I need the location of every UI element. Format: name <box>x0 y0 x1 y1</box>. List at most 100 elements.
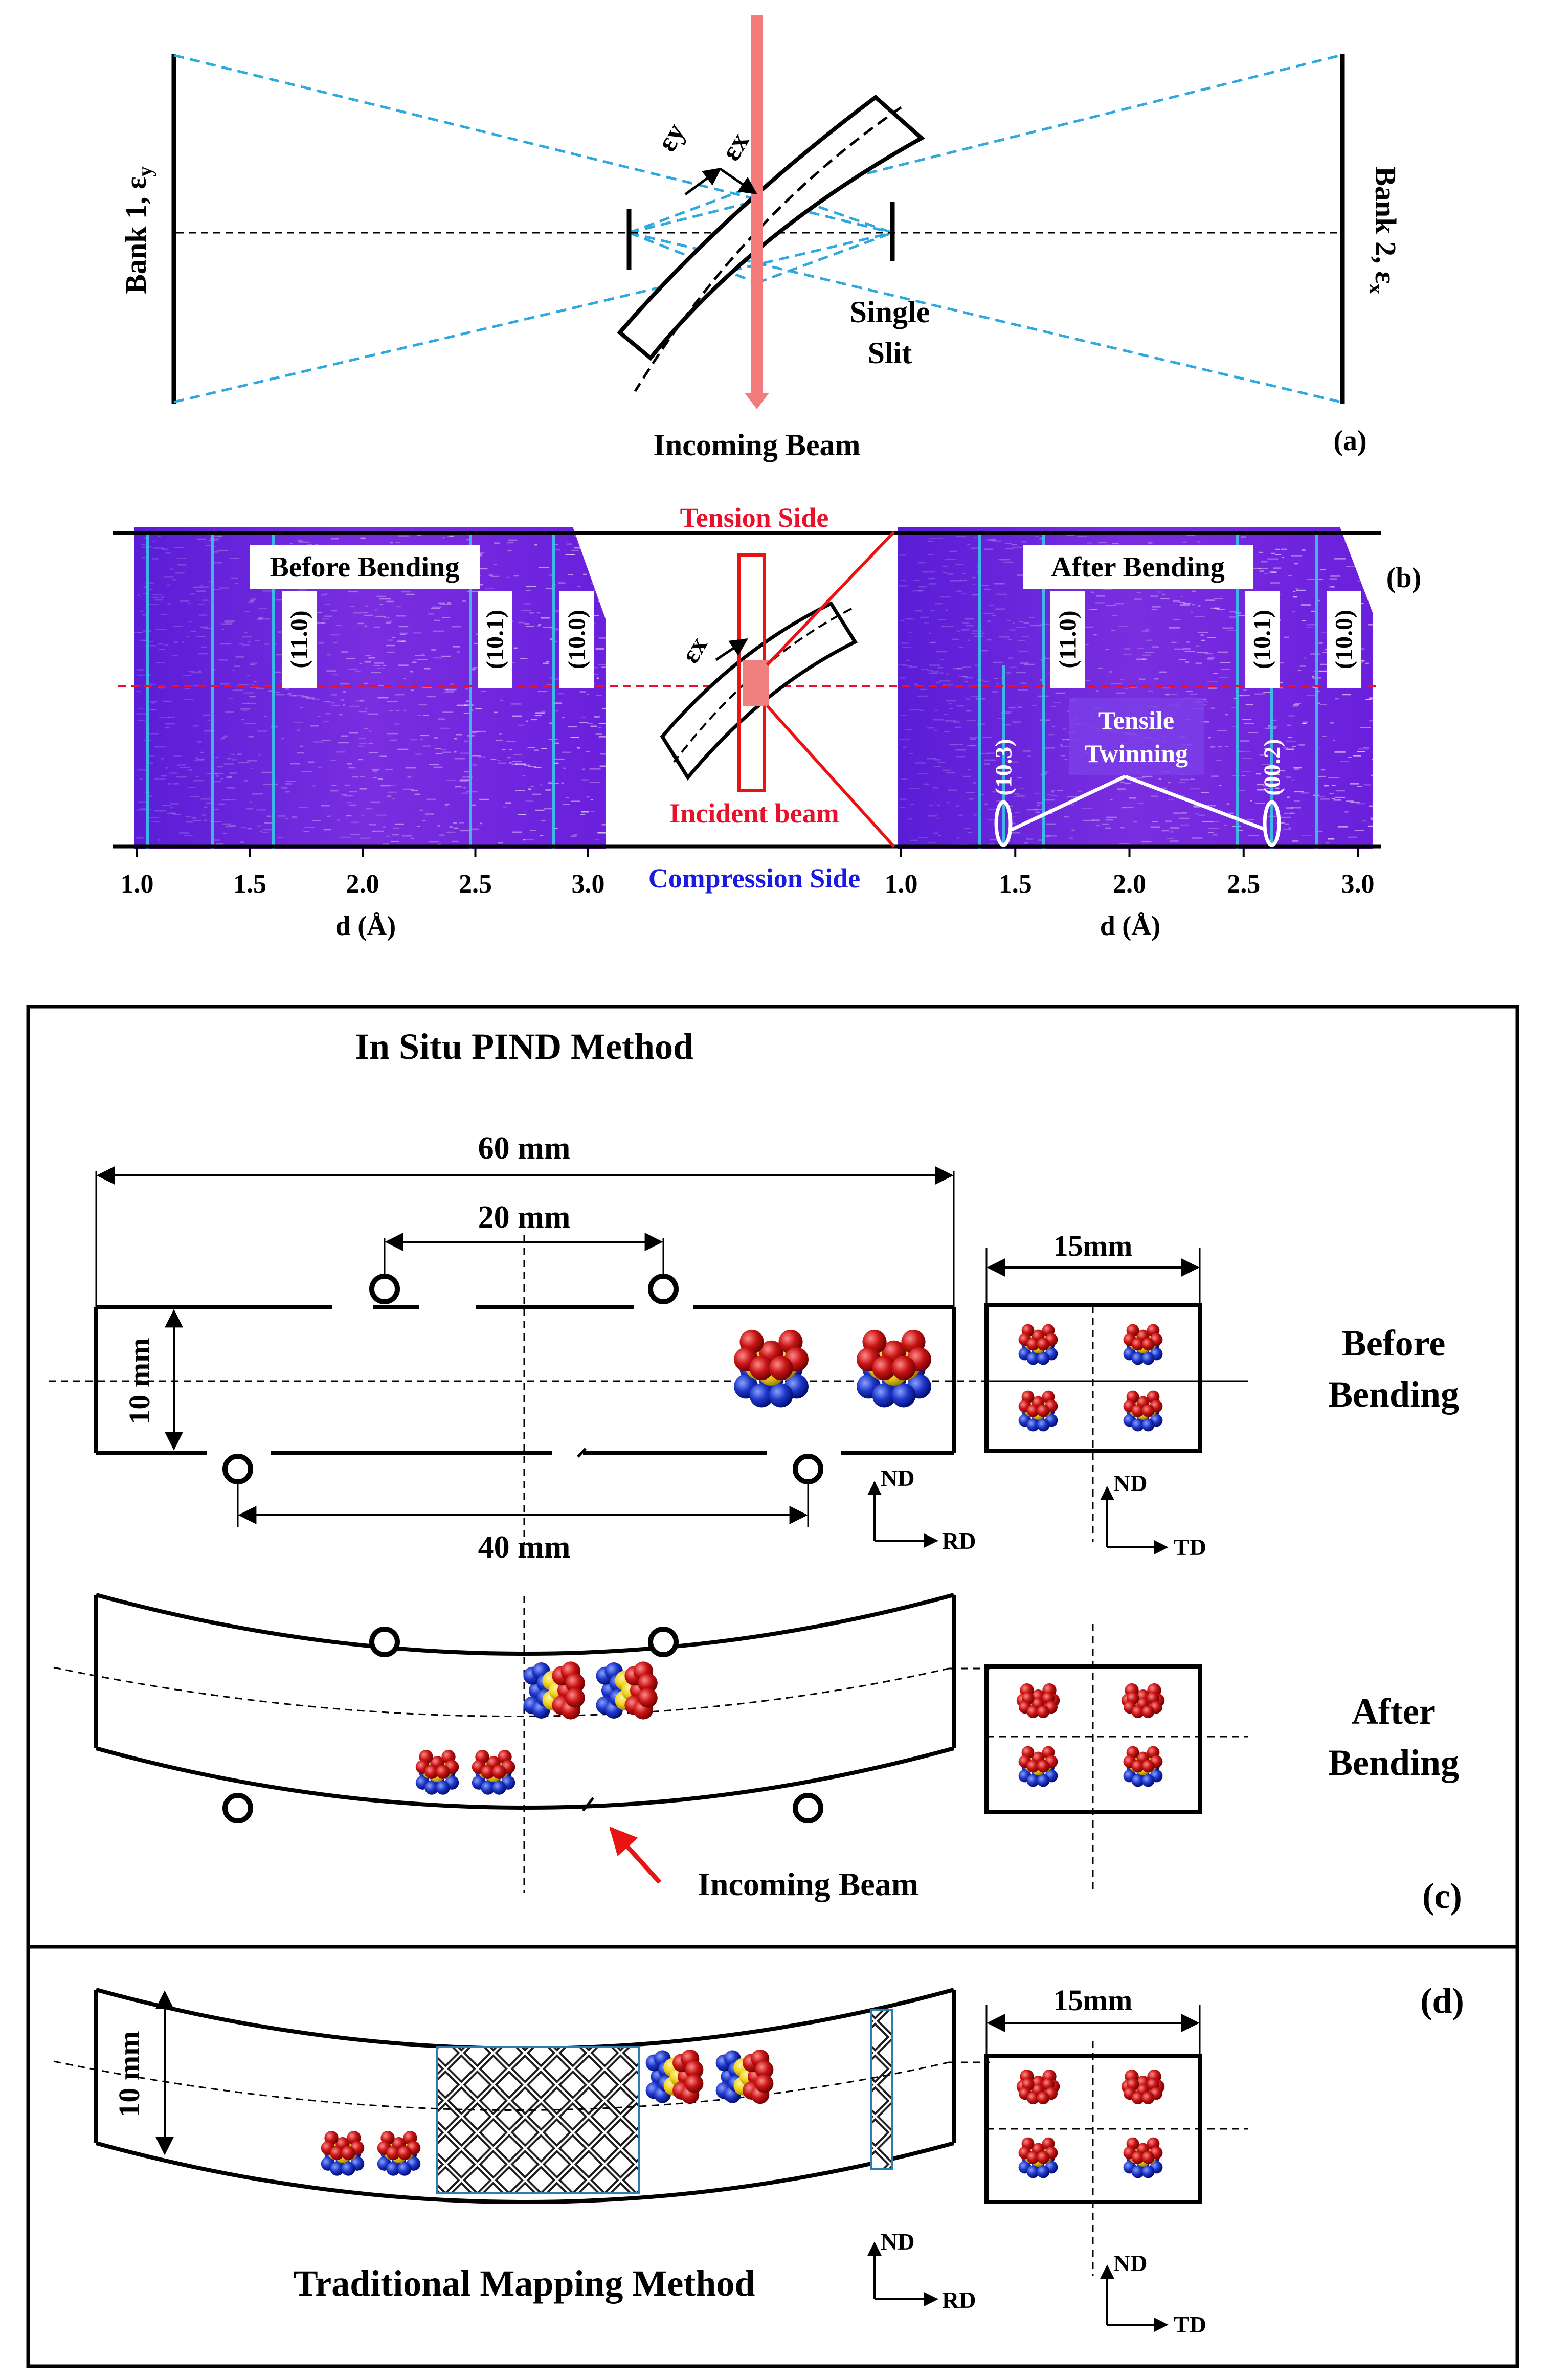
beam-arrow-a <box>745 393 769 409</box>
hcp-unit-cell <box>415 1749 459 1795</box>
tensile-label: Tensile <box>1098 706 1174 735</box>
axes-td-nd-d: ND TD <box>1100 2250 1206 2338</box>
mapping-grid <box>436 2046 640 2194</box>
after-bending-box <box>1023 545 1253 589</box>
bank1-label: Bank 1, εy <box>119 166 156 294</box>
hcp-unit-cell <box>1121 2069 1165 2105</box>
eps-x-label: εx <box>715 127 756 166</box>
pin <box>793 1454 823 1484</box>
eps-y-label: εy <box>651 118 692 157</box>
hcp-unit-cell <box>734 1329 809 1408</box>
hcp-unit-cell <box>1123 1390 1163 1432</box>
hcp-unit-cell <box>1123 1324 1163 1365</box>
pin <box>369 1274 400 1304</box>
unit-cells-bent <box>415 1661 658 1795</box>
strain-arrow-x <box>719 167 757 195</box>
panel-d: 10 mm 15mm ND RD ND TD Traditional Mappi… <box>26 1945 1519 2368</box>
twin-pointer-1 <box>1011 774 1126 832</box>
dim-60-label: 60 mm <box>478 1131 571 1166</box>
nd-label-d2: ND <box>1113 2250 1147 2276</box>
tensile-twinning-box <box>1069 698 1204 775</box>
panel-a: εy εx Bank 1, εy Bank 2, εx Single Slit … <box>119 15 1402 462</box>
bank2-label: Bank 2, εx <box>1365 166 1402 294</box>
tension-side-label: Tension Side <box>680 502 829 533</box>
rd-label-d1: RD <box>942 2287 976 2313</box>
unit-cells-large <box>734 1329 931 1408</box>
hcp-unit-cell <box>377 2130 421 2176</box>
pin <box>793 1793 823 1823</box>
zoom-line-top <box>766 530 895 666</box>
before-label-2: Bending <box>1328 1374 1459 1415</box>
nd-label-d1: ND <box>881 2229 914 2255</box>
panel-c-title: In Situ PIND Method <box>355 1026 693 1067</box>
panel-b: Before Bending After Bending (11.0)(10.1… <box>113 502 1421 941</box>
straight-sample <box>94 1305 956 1458</box>
axes-rd-nd-c: ND RD <box>867 1465 976 1554</box>
after-label-1: After <box>1352 1691 1436 1732</box>
unit-cells-cross-after <box>1016 1683 1165 1787</box>
panel-d-frame <box>26 1945 1519 2368</box>
hcp-unit-cell <box>1018 1746 1058 1787</box>
xlabel-before: d (Å) <box>335 910 396 941</box>
dim-10-label-c: 10 mm <box>123 1338 156 1424</box>
xaxis-tick-label: 1.5 <box>999 870 1032 899</box>
twin-marker-103 <box>994 800 1013 847</box>
panel-c-tag: (c) <box>1422 1877 1462 1916</box>
hcp-unit-cell <box>645 2049 704 2104</box>
xaxis-tick-label: 2.5 <box>1227 870 1260 899</box>
before-bending-box <box>250 545 480 589</box>
hcp-unit-cell <box>1018 1324 1058 1365</box>
twin-peak-label: (10.3) <box>991 739 1017 795</box>
incident-beam-label: Incident beam <box>669 798 839 829</box>
unit-cells-cross-before <box>1018 1324 1163 1432</box>
incoming-beam-label-a: Incoming Beam <box>654 428 861 462</box>
peak-label: (10.1) <box>1249 610 1276 669</box>
xaxis-tick-label: 3.0 <box>572 870 605 899</box>
strain-arrow-y <box>684 167 722 196</box>
dim-15-label-c: 15mm <box>1053 1229 1133 1262</box>
xaxis-tick-label: 3.0 <box>1341 870 1375 899</box>
panel-c: In Situ PIND Method 60 mm 20 mm 10 mm <box>26 1005 1519 1949</box>
panel-d-title: Traditional Mapping Method <box>294 2263 755 2304</box>
eps-x-label-b: εx <box>676 632 713 668</box>
hcp-unit-cell <box>523 1661 585 1720</box>
hcp-unit-cell <box>1123 2137 1163 2178</box>
twin-peak-label: (00.2) <box>1259 739 1285 795</box>
pin <box>648 1627 679 1657</box>
td-label-c1: TD <box>1174 1534 1206 1560</box>
before-label-1: Before <box>1342 1323 1446 1364</box>
nd-label-c2: ND <box>1113 1470 1147 1496</box>
single-slit-label-1: Single <box>850 295 930 329</box>
single-slit-label-2: Slit <box>868 336 912 370</box>
hcp-unit-cell <box>1121 1683 1165 1719</box>
hcp-unit-cell <box>1018 2137 1058 2178</box>
neutral-axis-c2 <box>53 1666 949 1717</box>
peak-label: (10.1) <box>482 610 509 669</box>
td-label-d1: TD <box>1174 2311 1206 2338</box>
dim-20-label: 20 mm <box>478 1200 571 1235</box>
hcp-unit-cell <box>596 1661 658 1720</box>
xlabel-after: d (Å) <box>1100 910 1161 941</box>
incoming-beam-a <box>751 15 763 394</box>
peak-labels-after: (11.0)(10.1)(10.0)(10.3)(00.2) <box>991 591 1361 796</box>
rd-label-c1: RD <box>942 1528 976 1554</box>
dim-15-label-d: 15mm <box>1053 1984 1133 2017</box>
incoming-beam-arrow-c <box>609 1826 662 1884</box>
compression-side-label: Compression Side <box>648 863 861 894</box>
after-label-2: Bending <box>1328 1742 1459 1783</box>
mapping-column <box>870 2009 893 2170</box>
hcp-unit-cell <box>321 2130 365 2176</box>
panel-b-tag: (b) <box>1386 562 1421 594</box>
hcp-unit-cell <box>1123 1746 1163 1787</box>
panel-d-tag: (d) <box>1420 1982 1464 2021</box>
xaxis-tick-label: 2.5 <box>459 870 492 899</box>
dim-40-label: 40 mm <box>478 1530 571 1565</box>
hcp-unit-cell <box>1018 1390 1058 1432</box>
xaxis-tick-label: 2.0 <box>1113 870 1146 899</box>
peak-label: (11.0) <box>1055 610 1082 668</box>
axes-rd-nd-d: ND RD <box>867 2229 976 2313</box>
pin <box>222 1793 253 1823</box>
xaxis-tick-label: 2.0 <box>346 870 379 899</box>
